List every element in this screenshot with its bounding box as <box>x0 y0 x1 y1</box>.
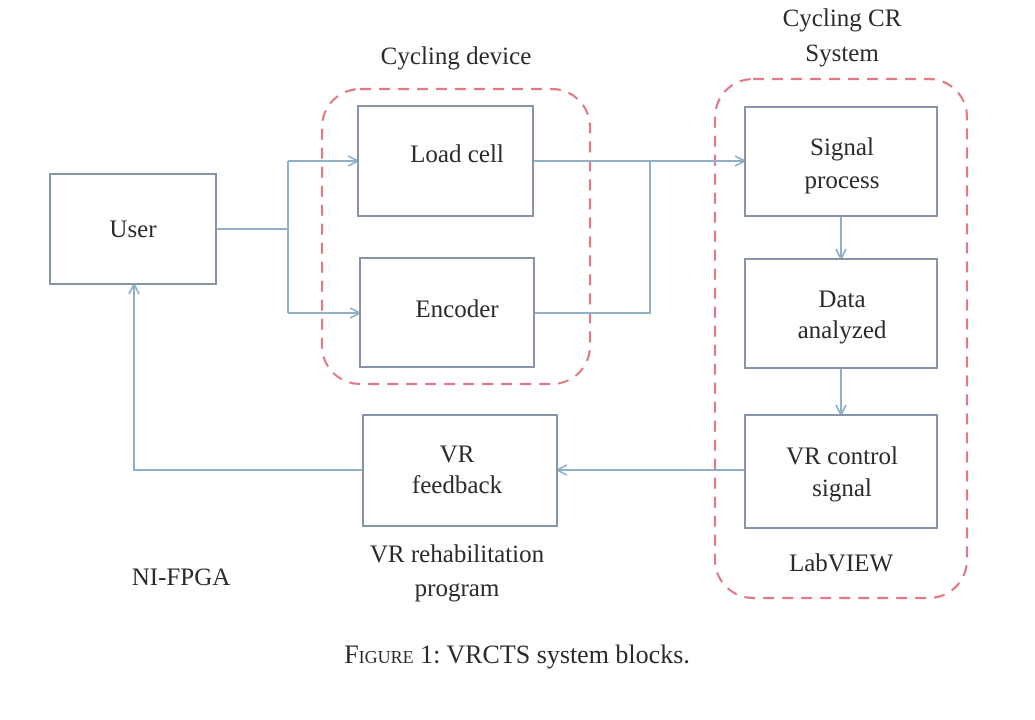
connector-encoder-merge <box>534 161 651 314</box>
block-user: User <box>49 173 217 285</box>
block-data-analyzed: Data analyzed <box>744 258 938 369</box>
vr-rehab-program-line1: VR rehabilitation <box>370 541 545 568</box>
block-vr-feedback-line1: VR <box>440 441 475 468</box>
labview-label: LabVIEW <box>789 550 894 577</box>
block-signal-process-line2: process <box>805 167 880 194</box>
cycling-device-label: Cycling device <box>381 43 532 70</box>
block-vr-control-signal-line2: signal <box>812 475 872 502</box>
figure-caption: Figure 1: VRCTS system blocks. <box>344 640 690 669</box>
cycling-device-group <box>320 87 592 386</box>
block-vr-control-signal: VR control signal <box>744 414 938 529</box>
figure-caption-prefix: Figure 1: <box>344 640 440 669</box>
cycling-cr-system-group <box>713 77 969 600</box>
block-encoder: Encoder <box>359 257 535 368</box>
block-encoder-label: Encoder <box>415 296 499 323</box>
block-data-analyzed-line1: Data <box>818 286 865 313</box>
block-signal-process-line1: Signal <box>810 134 874 161</box>
cycling-cr-system-label-line1: Cycling CR <box>783 5 902 32</box>
block-data-analyzed-line2: analyzed <box>798 317 887 344</box>
connectors <box>134 161 841 470</box>
block-vr-control-signal-line1: VR control <box>786 443 898 470</box>
block-vr-feedback: VR feedback <box>362 414 558 527</box>
vr-rehab-program-line2: program <box>415 575 500 602</box>
ni-fpga-label: NI-FPGA <box>132 564 231 591</box>
cycling-cr-system-label-line2: System <box>805 40 879 67</box>
arrow-to-user <box>134 284 363 471</box>
block-load-cell: Load cell <box>357 105 534 217</box>
block-vr-feedback-line2: feedback <box>412 472 503 499</box>
block-load-cell-label: Load cell <box>410 141 504 168</box>
block-user-label: User <box>109 216 157 243</box>
figure-caption-text: VRCTS system blocks. <box>440 640 689 669</box>
block-signal-process: Signal process <box>744 106 938 217</box>
